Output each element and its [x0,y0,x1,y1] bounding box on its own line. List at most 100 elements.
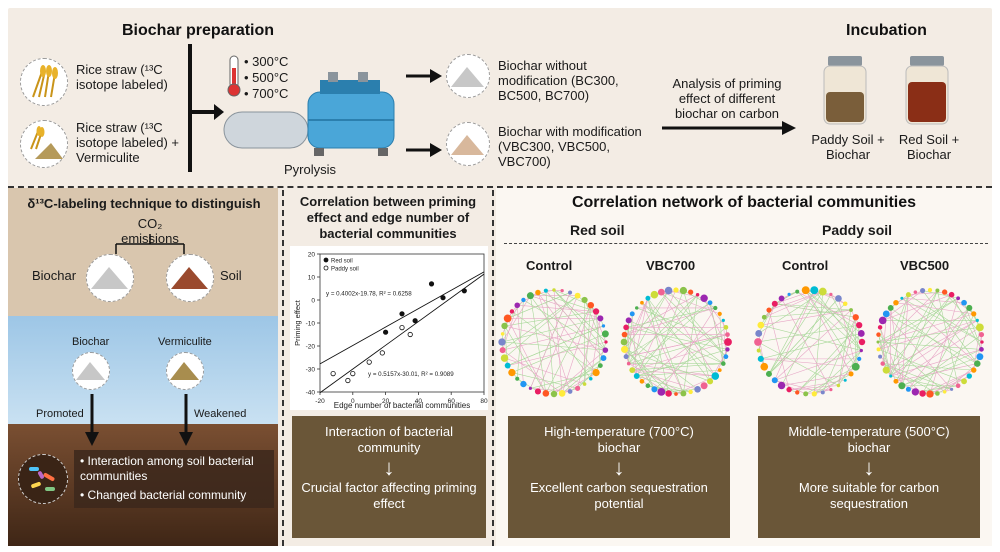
arrow-to-vbc [406,143,442,157]
network-edge [641,302,684,394]
network-edge [882,363,974,371]
data-point [383,329,389,335]
network-node [857,330,865,337]
y-tick-label: -40 [306,390,316,397]
network-node [935,288,940,293]
network-edge [758,291,823,334]
network-node [633,373,640,379]
network-edge [590,318,601,379]
vermiculite-label: Vermiculite [158,336,212,348]
network-node [574,292,581,299]
network-edge [781,373,852,386]
network-node [700,382,708,390]
network-edge [537,295,578,392]
network-node [625,317,632,324]
network-node [717,368,722,373]
network-node [520,380,527,388]
network-edge [908,334,982,390]
weakened-arrow [179,394,193,446]
network-node [707,378,714,385]
network-node [581,296,588,304]
network-node [765,370,772,377]
legend-marker [323,257,329,263]
network-node [645,295,651,301]
network-edge [757,324,860,343]
network-edge [626,307,716,328]
network-edge [517,304,597,312]
network-node [857,356,862,362]
network-edge [632,369,649,386]
pyrolysis-reactor-icon [223,72,395,156]
network-node [878,354,883,359]
network-node [852,314,859,321]
network-node [501,322,508,330]
data-point [440,295,446,301]
network-node [942,390,947,394]
network-edge [760,333,862,360]
pyrolysis-label: Pyrolysis [284,162,337,177]
network-node [979,347,984,352]
network-title: Correlation network of bacterial communi… [571,194,917,211]
temp-700: • 700°C [244,86,289,101]
network-node [567,290,573,295]
network-edge [595,311,601,366]
network-node [795,289,800,294]
network-node [645,383,651,389]
network-edge [882,294,909,364]
network-node [851,362,860,371]
network-node [713,305,718,311]
network-node [597,315,604,322]
network-node [893,378,899,384]
network-node [673,287,679,293]
network-edge [631,313,638,377]
network-node [878,316,887,325]
network-edge [530,292,571,389]
soil-effects-box: • Interaction among soil bacterial commu… [74,450,274,508]
network-node [534,388,541,395]
network-edge [624,307,716,335]
section-divider [8,186,992,188]
network-node [856,321,863,329]
down-arrow-icon: ↓ [863,455,875,480]
network-node [755,330,763,337]
network-edge [901,290,938,386]
network-node [876,332,881,337]
column-divider-1 [282,190,284,546]
network-edge [901,298,978,364]
network-edge [624,334,698,390]
network-node [514,302,521,309]
network-node [560,288,564,293]
network-edge [537,292,571,392]
network-subheader-divider [504,243,988,244]
network-node [811,391,817,397]
network-edge [502,349,563,394]
network-edge [501,295,531,343]
network-node [597,363,603,369]
net-label-vbc700: VBC700 [646,258,696,273]
network-node [966,373,972,379]
network-node [688,289,694,295]
labeling-title: δ¹³C-labeling technique to distinguish [27,196,261,211]
net-label-vbc500: VBC500 [900,258,950,273]
network-node [724,338,732,346]
network-edge [625,302,711,357]
network-node [771,300,778,307]
network-edge [764,309,852,318]
legend-label: Red soil [331,259,353,265]
thermometer-icon [227,55,241,97]
network-edge [882,363,952,390]
biochar-label-2: Biochar [72,336,110,348]
network-edge [901,294,909,386]
network-node [717,311,722,316]
network-edge [501,341,606,351]
network-node [589,377,593,381]
network-edge [636,349,728,377]
network-node [521,297,526,303]
network-node [721,318,725,323]
network-edge [781,294,832,386]
network-node [657,387,666,396]
network-edge [530,295,601,319]
network-node [679,286,688,295]
network-edge [760,303,776,326]
